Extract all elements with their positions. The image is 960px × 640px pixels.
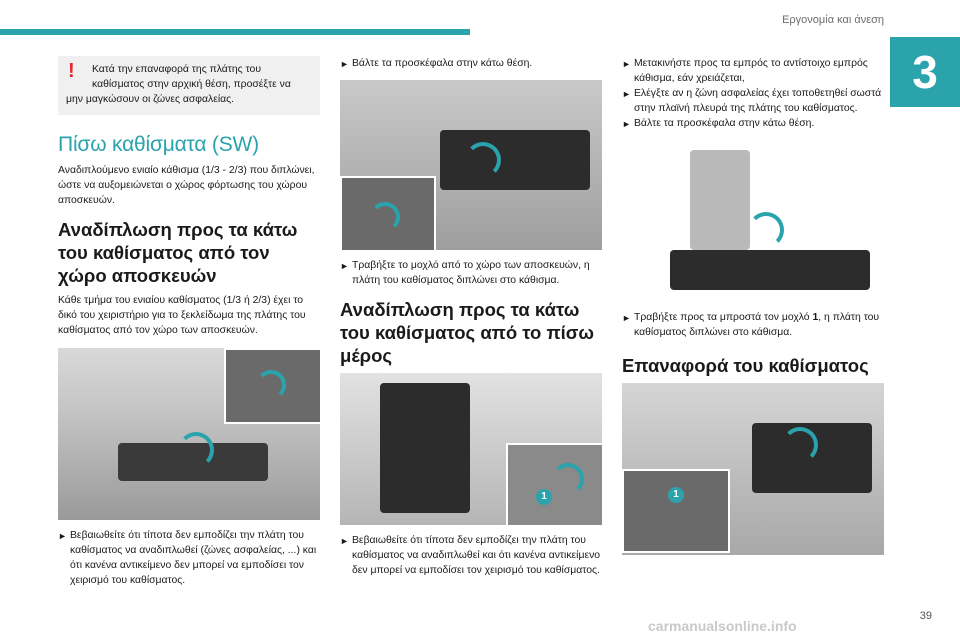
subsection-heading: Αναδίπλωση προς τα κάτω του καθίσματος α…	[58, 219, 298, 286]
watermark-text: carmanualsonline.info	[648, 618, 797, 634]
subsection-intro: Κάθε τμήμα του ενιαίου καθίσματος (1/3 ή…	[58, 295, 306, 336]
fold-arrow-icon	[748, 212, 784, 248]
warning-text-line1: Κατά την επαναφορά της πλάτης του καθίσμ…	[92, 64, 291, 90]
section-heading: Πίσω καθίσματα (SW)	[58, 133, 259, 156]
col3-step-1: ► Μετακινήστε προς τα εμπρός το αντίστοι…	[622, 58, 868, 84]
warning-text-line2: μην μαγκώσουν οι ζώνες ασφαλείας.	[66, 94, 235, 105]
section-intro: Αναδιπλούμενο ενιαίο κάθισμα (1/3 - 2/3)…	[58, 165, 315, 206]
restore-seat-image: 1	[622, 383, 884, 555]
lever-inset: 1	[622, 469, 730, 553]
column-3: ► Μετακινήστε προς τα εμπρός το αντίστοι…	[622, 56, 884, 555]
col2-step-2: ► Τραβήξτε το μοχλό από το χώρο των αποσ…	[340, 260, 590, 286]
section-title: Εργονομία και άνεση	[782, 14, 884, 26]
col1-step-1: ► Βεβαιωθείτε ότι τίποτα δεν εμποδίζει τ…	[58, 530, 317, 586]
chapter-number: 3	[890, 37, 960, 107]
lever-inset	[340, 176, 436, 250]
warning-box: ! Κατά την επαναφορά της πλάτης του καθί…	[58, 56, 320, 115]
pull-arrow-icon	[256, 370, 286, 400]
col2-step-1: ► Βάλτε τα προσκέφαλα στην κάτω θέση.	[340, 58, 533, 69]
lever-inset: 1	[506, 443, 602, 525]
col3-step-4: ► Τραβήξτε προς τα μπροστά τον μοχλό 1, …	[622, 312, 880, 338]
exclamation-icon: !	[68, 60, 75, 82]
lever-number-badge: 1	[536, 489, 552, 505]
pull-arrow-icon	[370, 202, 400, 232]
header-accent-bar	[0, 29, 470, 35]
pull-arrow-icon	[552, 463, 584, 495]
seat-back-shape	[380, 383, 470, 513]
seat-back-shape	[690, 150, 750, 250]
subsection-heading: Επαναφορά του καθίσματος	[622, 355, 869, 376]
page-number: 39	[919, 610, 932, 622]
front-lever-image	[660, 140, 882, 306]
folded-seat-shape	[670, 250, 870, 290]
seat-back-shape	[440, 130, 590, 190]
col2-step-3: ► Βεβαιωθείτε ότι τίποτα δεν εμποδίζει τ…	[340, 535, 601, 576]
lever-inset	[224, 348, 320, 424]
trunk-seat-image	[58, 348, 320, 520]
lever-number-badge: 1	[668, 487, 684, 503]
trunk-lever-image	[340, 80, 602, 250]
fold-arrow-icon	[465, 142, 501, 178]
subsection-heading: Αναδίπλωση προς τα κάτω του καθίσματος α…	[340, 299, 595, 366]
fold-arrow-icon	[178, 432, 214, 468]
rear-seat-image: 1	[340, 373, 602, 525]
column-1: ! Κατά την επαναφορά της πλάτης του καθί…	[58, 56, 320, 588]
column-2: ► Βάλτε τα προσκέφαλα στην κάτω θέση. ► …	[340, 56, 602, 578]
col3-step-2: ► Ελέγξτε αν η ζώνη ασφαλείας έχει τοποθ…	[622, 88, 882, 114]
raise-arrow-icon	[782, 427, 818, 463]
col3-step-3: ► Βάλτε τα προσκέφαλα στην κάτω θέση.	[622, 118, 815, 129]
